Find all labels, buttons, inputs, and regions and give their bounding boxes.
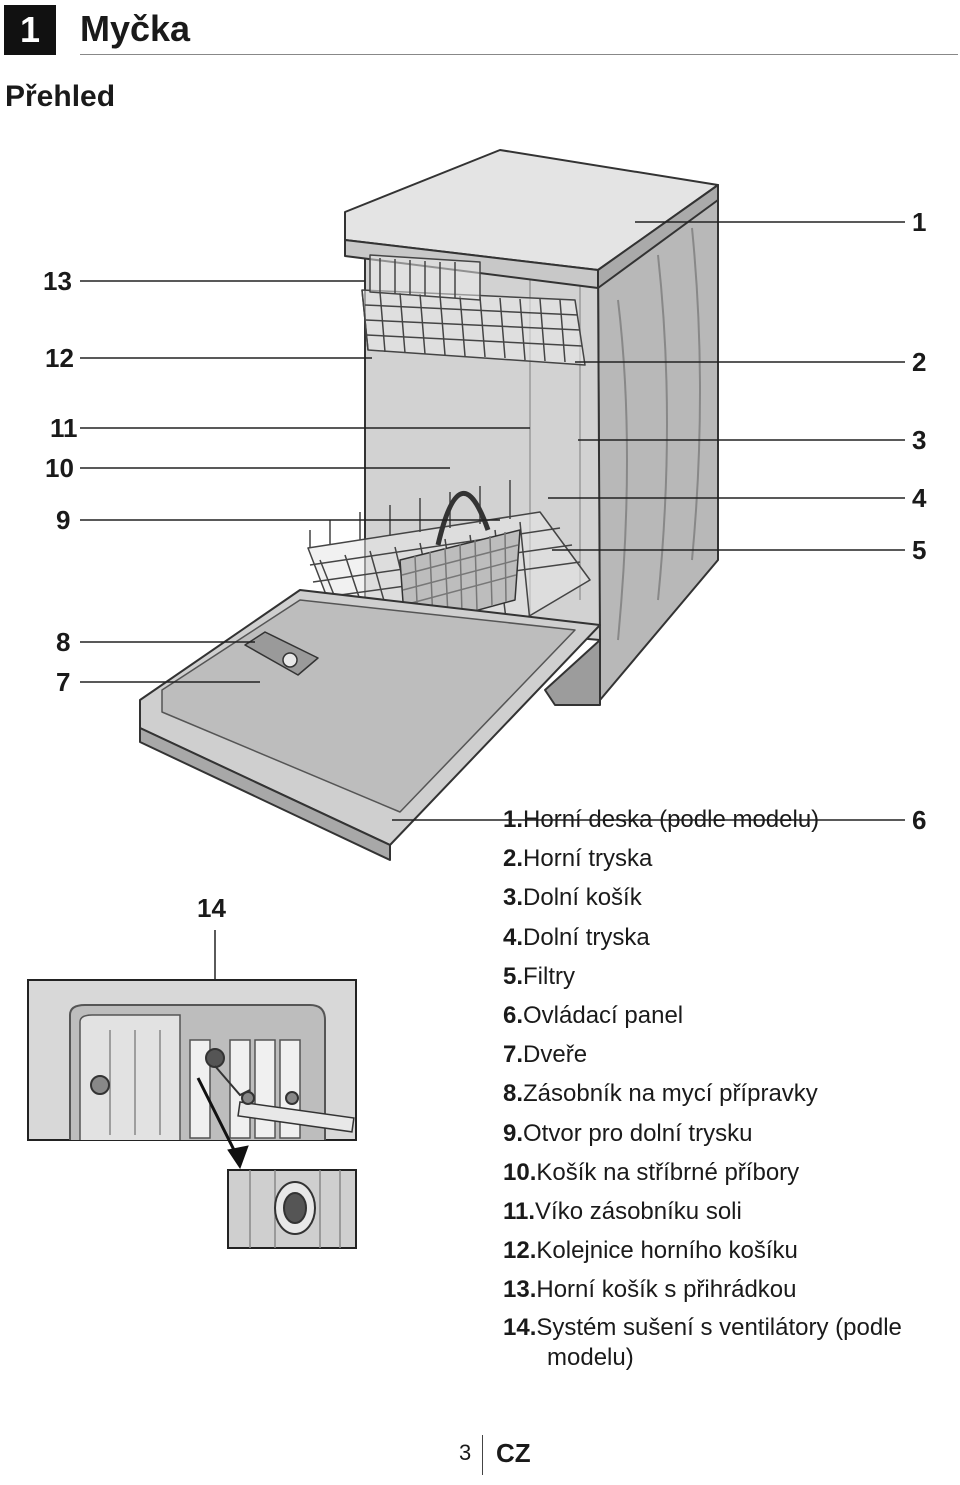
callout-8: 8 [56, 627, 70, 657]
callout-4: 4 [912, 483, 927, 513]
footer-divider [482, 1435, 483, 1475]
callout-1: 1 [912, 207, 926, 237]
callout-6: 6 [912, 805, 926, 835]
legend-item: 5.Filtry [503, 962, 575, 990]
callout-5: 5 [912, 535, 926, 565]
page-footer: 3 CZ [0, 1430, 960, 1480]
legend-item: 13.Horní košík s přihrádkou [503, 1276, 797, 1304]
callout-numbers: 1 2 3 4 5 6 7 8 9 10 11 12 13 14 [43, 207, 927, 923]
callout-13: 13 [43, 266, 72, 296]
dishwasher-drawing [139, 149, 719, 861]
callout-2: 2 [912, 347, 926, 377]
legend-item: 10.Košík na stříbrné příbory [503, 1158, 800, 1186]
chapter-number-box: 1 [4, 5, 56, 55]
legend-item: 11.Víko zásobníku soli [503, 1197, 742, 1225]
callout-12: 12 [45, 343, 74, 373]
callout-7: 7 [56, 667, 70, 697]
legend-item: 3.Dolní košík [503, 884, 642, 912]
chapter-title: Myčka [80, 8, 191, 49]
callout-14: 14 [197, 893, 226, 923]
legend-item: 4.Dolní tryska [503, 923, 650, 951]
callout-11: 11 [50, 413, 78, 443]
language-code: CZ [496, 1438, 531, 1468]
header-rule [80, 54, 958, 55]
callout-9: 9 [56, 505, 70, 535]
legend-item: 1.Horní deska (podle modelu) [503, 806, 820, 833]
legend-item: 12.Kolejnice horního košíku [503, 1237, 798, 1265]
upper-basket [361, 254, 586, 366]
detergent-dispenser [244, 631, 319, 676]
page-header: 1 Myčka [0, 0, 960, 60]
legend-item: 6.Ovládací panel [503, 1001, 684, 1029]
legend-item: 7.Dveře [503, 1041, 588, 1069]
legend-item: 2.Horní tryska [503, 845, 653, 873]
parts-legend: 1.Horní deska (podle modelu) 2.Horní try… [503, 800, 953, 1373]
legend-item: 8.Zásobník na mycí přípravky [503, 1080, 818, 1108]
zoom-arrow [196, 1077, 240, 1159]
page-number: 3 [459, 1440, 472, 1465]
drying-vent [205, 1048, 225, 1068]
callout-10: 10 [45, 453, 74, 483]
callout-3: 3 [912, 425, 926, 455]
section-title: Přehled [5, 80, 116, 113]
drying-system-inset [27, 979, 357, 1249]
callout-lines [80, 221, 905, 1052]
legend-item: 9.Otvor pro dolní trysku [503, 1119, 753, 1147]
